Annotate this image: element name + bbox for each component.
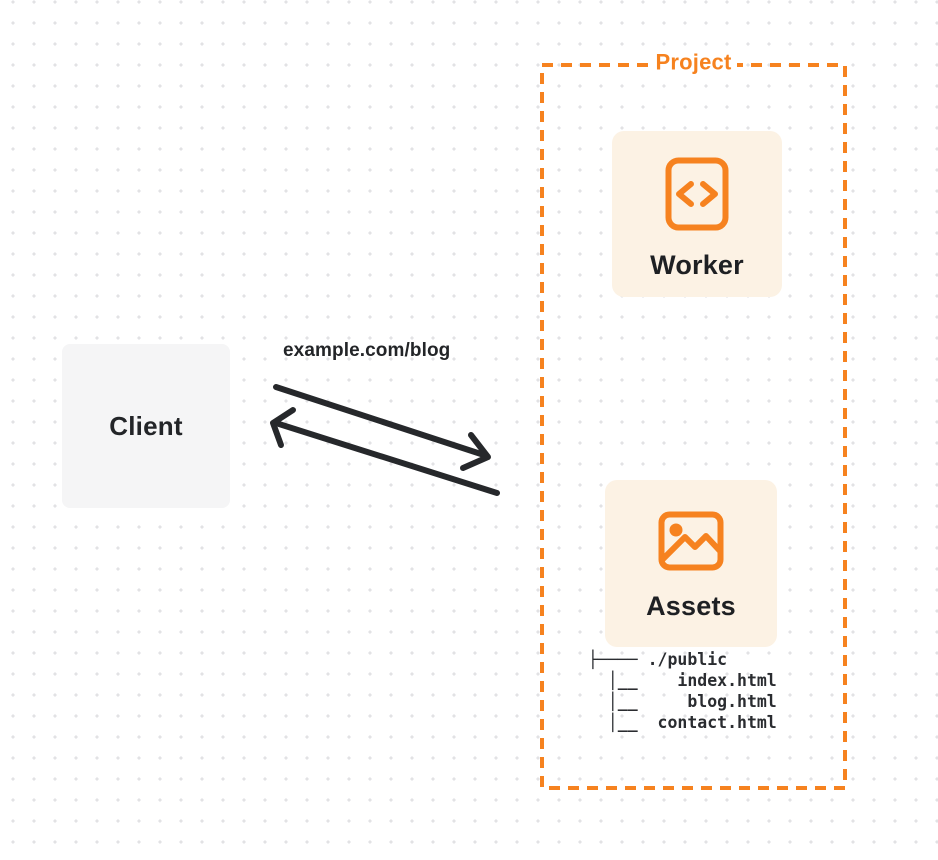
worker-card: Worker (612, 131, 782, 297)
assets-file-tree: ├──── ./public │__ index.html │__ blog.h… (588, 650, 777, 732)
request-arrow-line (273, 384, 487, 458)
image-icon (658, 511, 724, 571)
project-container: Project Worker Assets (540, 49, 847, 790)
client-label: Client (109, 410, 183, 441)
assets-label: Assets (646, 591, 736, 621)
client-box: Client (62, 344, 230, 508)
request-arrowhead-icon (460, 432, 491, 471)
worker-label: Worker (650, 250, 744, 280)
project-title: Project (649, 49, 738, 76)
response-arrowhead-icon (270, 407, 296, 448)
response-arrow-line (276, 421, 500, 496)
assets-card: Assets (605, 480, 777, 647)
request-url-label: example.com/blog (283, 340, 451, 361)
code-file-icon (665, 157, 729, 231)
